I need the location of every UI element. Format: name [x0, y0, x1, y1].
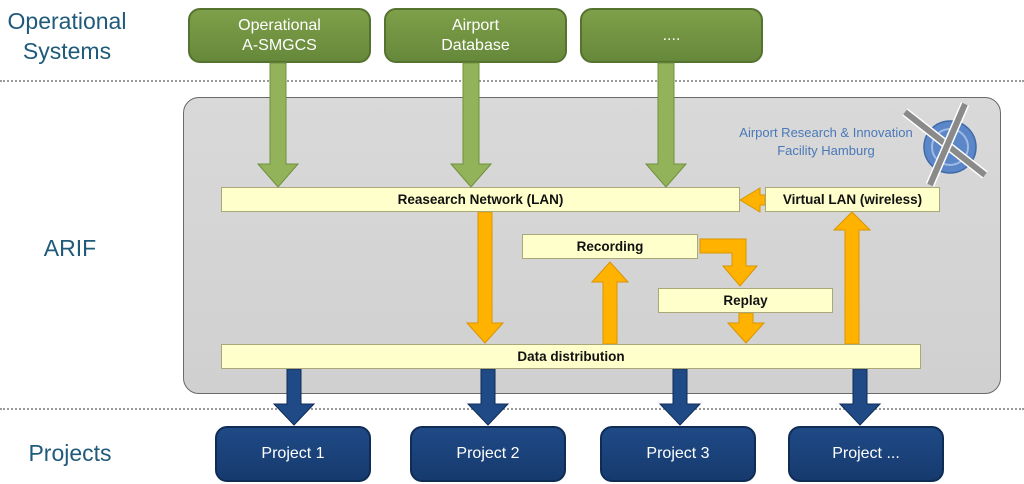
source-airport-database: Airport Database: [384, 8, 567, 63]
navy-arrow-1: [272, 368, 316, 426]
facility-name: Airport Research & Innovation Facility H…: [715, 124, 937, 160]
facility-name-line2: Facility Hamburg: [777, 143, 875, 158]
projects-label: Projects: [28, 440, 112, 466]
source-more: ....: [580, 8, 763, 63]
navy-arrow-3: [658, 368, 702, 426]
replay-bar: Replay: [658, 288, 833, 313]
orange-arrow-up-to-recording: [590, 261, 630, 345]
green-arrow-1: [256, 62, 300, 188]
project-2: Project 2: [410, 426, 566, 482]
navy-arrow-2: [466, 368, 510, 426]
separator-bottom: [0, 408, 1024, 410]
recording-bar: Recording: [522, 234, 698, 259]
orange-arrow-virtual-to-network: [739, 187, 766, 213]
arif-label: ARIF: [43, 235, 97, 261]
navy-arrow-4: [838, 368, 882, 426]
facility-name-line1: Airport Research & Innovation: [739, 125, 913, 140]
research-network-bar: Reasearch Network (LAN): [221, 187, 740, 212]
arif-logo-icon: [902, 102, 988, 187]
green-arrow-3: [644, 62, 688, 188]
orange-arrow-up-to-virtual-lan: [832, 211, 872, 345]
virtual-lan-bar: Virtual LAN (wireless): [765, 187, 940, 212]
orange-arrow-replay-to-distribution: [726, 312, 766, 344]
orange-arrow-recording-to-replay: [699, 238, 759, 287]
separator-top: [0, 80, 1024, 82]
source-a-smgcs: Operational A-SMGCS: [188, 8, 371, 63]
project-more: Project ...: [788, 426, 944, 482]
data-distribution-bar: Data distribution: [221, 344, 921, 369]
operational-systems-label: Operational Systems: [7, 8, 127, 64]
green-arrow-2: [449, 62, 493, 188]
orange-arrow-network-to-distribution: [465, 211, 505, 344]
project-3: Project 3: [600, 426, 756, 482]
project-1: Project 1: [215, 426, 371, 482]
